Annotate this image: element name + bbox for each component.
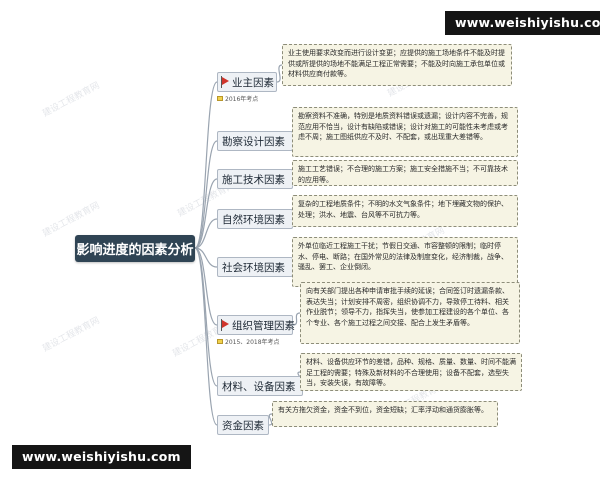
red-flag-icon [221, 319, 229, 331]
note-icon [217, 95, 223, 101]
branch-node: 社会环境因素 [217, 257, 293, 277]
branch-label: 施工技术因素 [222, 173, 285, 186]
detail-box: 有关方拖欠资金，资金不到位，资金短缺；汇率浮动和通货膨胀等。 [272, 401, 498, 427]
detail-box: 外单位临近工程施工干扰；节假日交通、市容整顿的限制；临时停水、停电、断路；在国外… [292, 237, 518, 287]
red-flag-icon [221, 76, 229, 88]
root-connector [194, 218, 218, 249]
root-node-label: 影响进度的因素分析 [76, 243, 194, 258]
exam-year-tag-text: 2015、2018年考点 [225, 338, 280, 346]
branch-node: 施工技术因素 [217, 169, 293, 189]
branch-label: 材料、设备因素 [222, 380, 296, 393]
detail-box: 施工工艺错误；不合理的施工方案；施工安全措施不当；不可靠技术的应用等。 [292, 160, 518, 186]
root-connector [194, 247, 218, 387]
site-url-banner-bottom: www.weishiyishu.com [12, 445, 191, 469]
root-connector [194, 247, 218, 326]
detail-box: 复杂的工程地质条件；不明的水文气象条件；地下埋藏文物的保护、处理；洪水、地震、台… [292, 195, 518, 227]
branch-label: 资金因素 [222, 419, 264, 432]
detail-connector [268, 413, 273, 426]
root-connector [194, 247, 218, 426]
branch-label: 勘察设计因素 [222, 135, 285, 148]
branch-label: 社会环境因素 [222, 261, 285, 274]
root-connector [194, 81, 218, 249]
branch-label: 自然环境因素 [222, 213, 285, 226]
branch-label: 业主因素 [232, 76, 274, 89]
site-url-top: www.weishiyishu.com [455, 15, 600, 30]
detail-box: 勘察资料不准确，特别是地质资料错误或遗漏；设计内容不完善，规范应用不恰当，设计有… [292, 107, 518, 157]
detail-connector [276, 64, 283, 83]
branch-node: 资金因素 [217, 415, 269, 435]
branch-label: 组织管理因素 [232, 319, 295, 332]
exam-year-tag: 2015、2018年考点 [217, 336, 280, 346]
branch-node: 业主因素 [217, 72, 277, 92]
root-connector [194, 140, 218, 249]
branch-node: 组织管理因素 [217, 315, 295, 335]
site-url-bottom: www.weishiyishu.com [22, 449, 181, 464]
root-connector [194, 247, 218, 268]
root-connector [194, 178, 218, 249]
detail-box: 业主使用要求改变而进行设计变更；应提供的施工场地条件不能及时提供或所提供的场地不… [282, 44, 512, 86]
root-node: 影响进度的因素分析 [75, 235, 195, 262]
exam-year-tag: 2016年考点 [217, 93, 258, 103]
detail-box: 材料、设备供应环节的差错，品种、规格、质量、数量、时间不能满足工程的需要；特殊及… [300, 353, 522, 391]
detail-box: 向有关部门提出各种申请审批手续的延误；合同签订时遗漏条款、表达失当；计划安排不周… [300, 282, 520, 344]
branch-node: 勘察设计因素 [217, 131, 293, 151]
exam-year-tag-text: 2016年考点 [225, 95, 259, 103]
site-url-banner-top: www.weishiyishu.com [445, 11, 600, 35]
branch-node: 材料、设备因素 [217, 376, 303, 396]
detail-connector [292, 312, 301, 326]
note-icon [217, 338, 223, 344]
branch-node: 自然环境因素 [217, 209, 293, 229]
